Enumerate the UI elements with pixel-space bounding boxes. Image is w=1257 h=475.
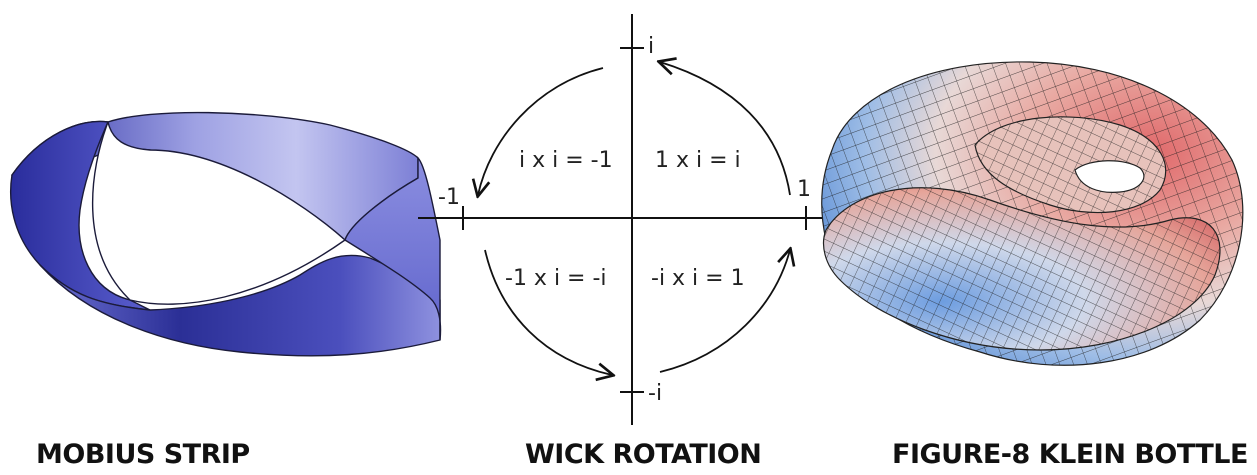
label-positive-imaginary: i	[648, 34, 654, 59]
wick-rotation-diagram: i -i -1 1 i x i = -1 1 x i = i -1 x i = …	[418, 14, 850, 425]
arrow-i-to-neg1	[478, 67, 604, 195]
mobius-left-band	[10, 120, 151, 311]
arrow-neg1-to-negi	[484, 249, 612, 375]
equation-top-right: 1 x i = i	[655, 148, 741, 173]
label-positive-real: 1	[797, 177, 811, 202]
caption-wick-rotation: WICK ROTATION	[525, 439, 762, 470]
klein-front-mesh	[823, 187, 1220, 350]
equation-top-left: i x i = -1	[519, 148, 613, 173]
equation-bottom-left: -1 x i = -i	[505, 266, 607, 291]
mobius-inner-edge	[91, 121, 347, 305]
mobius-strip-illustration	[10, 111, 442, 357]
klein-bottle-illustration	[821, 61, 1244, 366]
mobius-right-band	[344, 156, 442, 341]
klein-hole	[1074, 160, 1145, 193]
caption-klein-bottle: FIGURE-8 KLEIN BOTTLE	[892, 439, 1248, 470]
arrow-1-to-i	[660, 62, 791, 196]
label-negative-imaginary: -i	[648, 381, 662, 406]
equation-bottom-right: -i x i = 1	[651, 266, 745, 291]
arrow-negi-to-1	[659, 250, 790, 373]
caption-mobius-strip: MOBIUS STRIP	[36, 439, 250, 470]
label-negative-real: -1	[438, 185, 460, 210]
